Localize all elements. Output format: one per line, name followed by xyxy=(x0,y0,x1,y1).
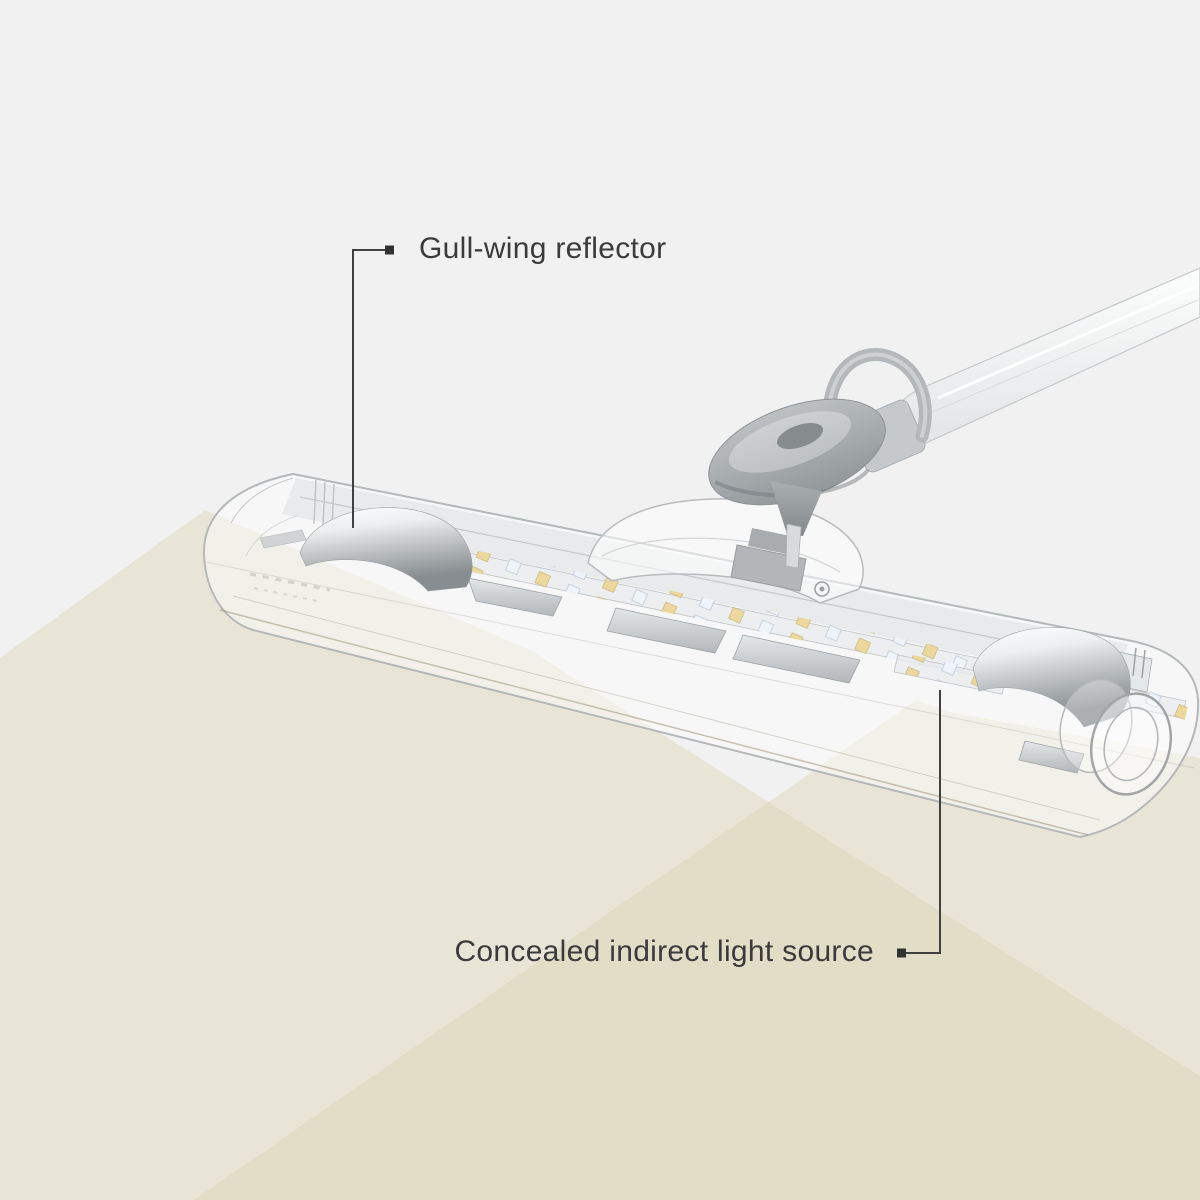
concealed-led-chips xyxy=(893,652,1000,693)
light-beam-left xyxy=(0,510,1200,1200)
pivot-rod xyxy=(785,523,802,569)
leader-dot-concealed xyxy=(897,948,906,958)
mounting-clips xyxy=(467,577,1085,774)
light-beams xyxy=(0,510,1200,1200)
light-beam-right xyxy=(194,700,1200,1200)
end-cap-rings xyxy=(1059,678,1173,796)
lamp-arm-assembly xyxy=(708,267,1200,569)
lamp-head-top-face xyxy=(282,478,1128,684)
callout-leaders xyxy=(352,245,941,958)
housing-edge-lines xyxy=(205,561,1195,836)
gull-wing-reflector-right xyxy=(972,627,1131,728)
arm-highlight xyxy=(937,284,1198,400)
knuckle-cone xyxy=(770,481,822,536)
leader-dot-gullwing xyxy=(385,245,394,255)
leader-line-concealed xyxy=(906,690,941,954)
arm-seam xyxy=(931,299,1199,413)
embossed-marks xyxy=(249,572,331,603)
power-cable-loop xyxy=(822,348,932,453)
gull-wing-reflector-left xyxy=(299,507,473,592)
callout-label-concealed-light-source: Concealed indirect light source xyxy=(454,935,874,968)
leader-line-gullwing xyxy=(352,249,385,528)
transparent-lamp-head xyxy=(202,472,1200,839)
callout-label-gull-wing-reflector: Gull-wing reflector xyxy=(419,232,667,265)
power-cable-sheen xyxy=(827,352,928,448)
